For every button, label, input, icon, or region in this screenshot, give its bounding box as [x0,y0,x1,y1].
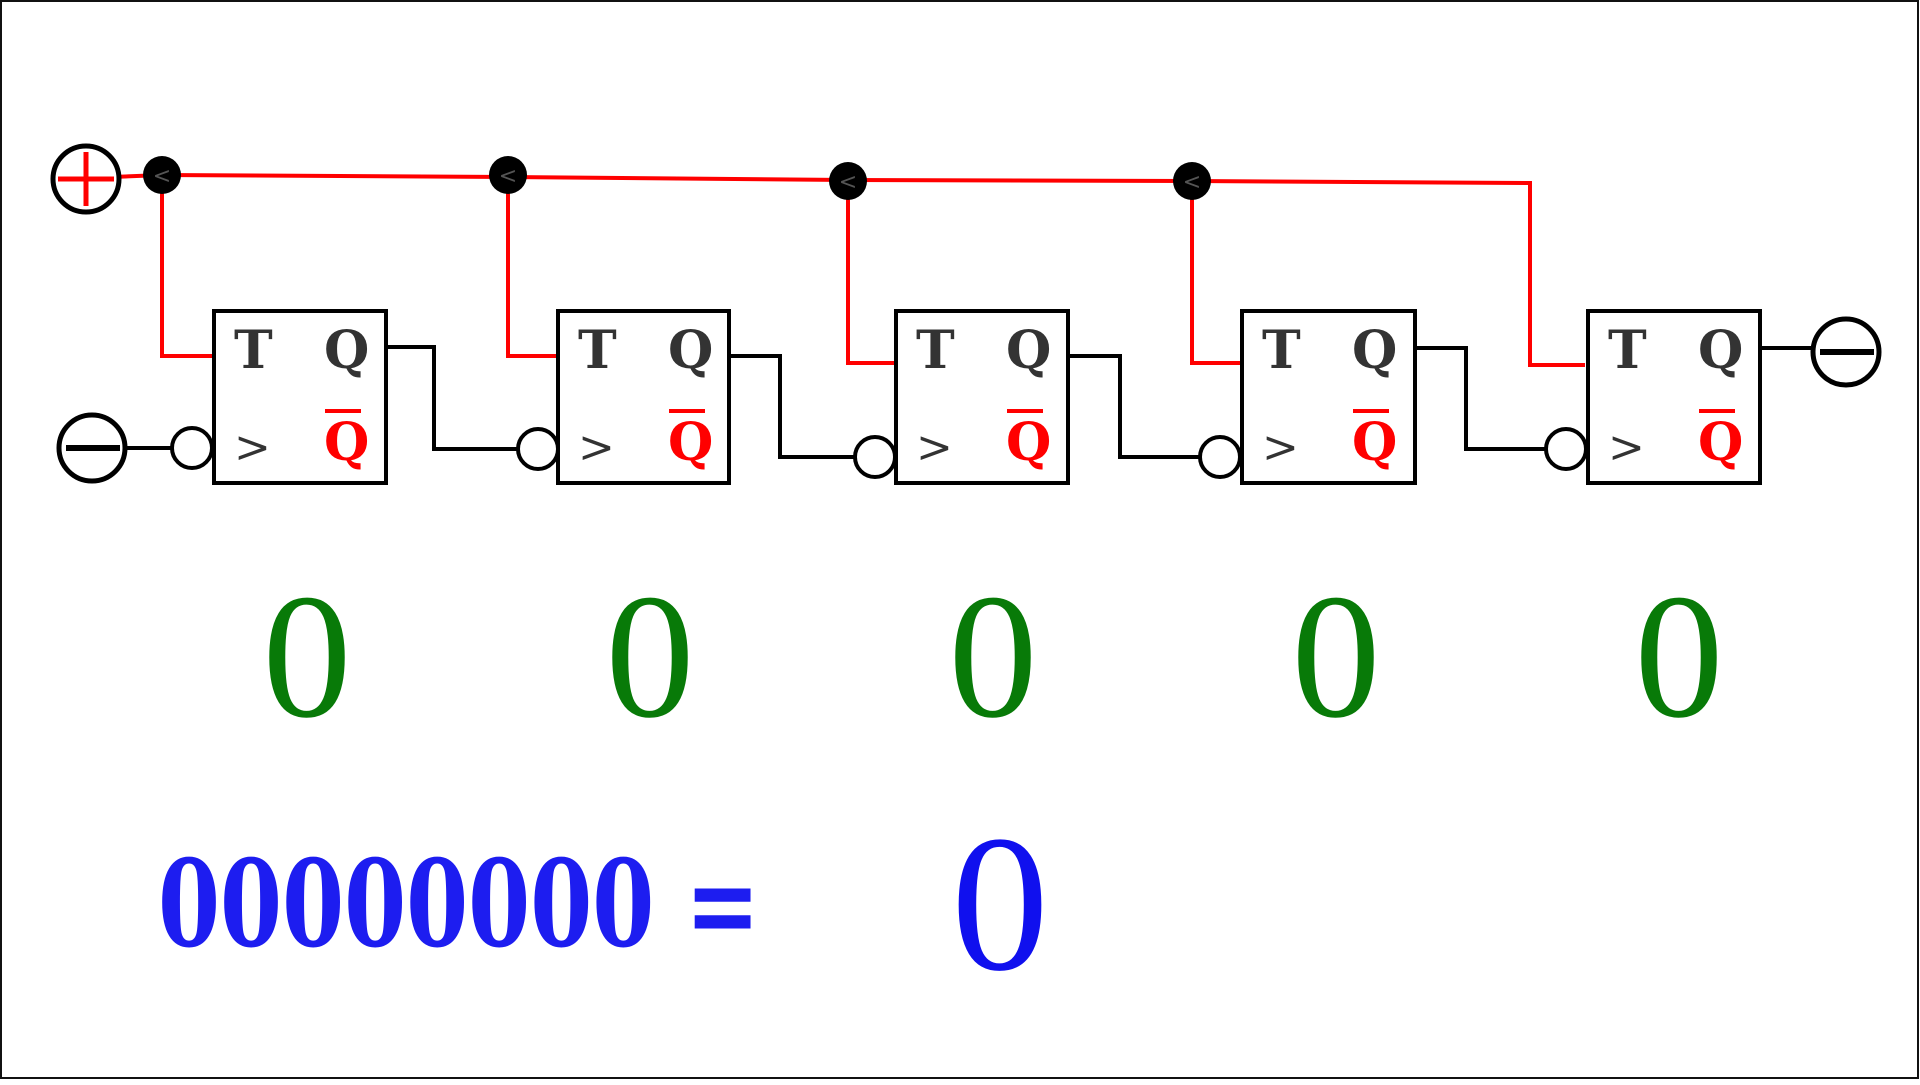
clock-input-label: > [578,422,615,473]
power-positive-icon [50,143,122,215]
svg-text:<: < [1183,170,1201,195]
flip-flop-3: T Q Q > [853,309,1070,485]
svg-text:<: < [153,164,171,189]
q-output-label: Q [1006,320,1051,381]
flip-flop-1: T Q Q > [170,309,388,485]
clock-input-label: > [234,422,271,473]
flip-flop-body [894,309,1070,485]
flip-flop-body [212,309,388,485]
junction-dot: < [143,156,181,194]
clock-input-label: > [1262,422,1299,473]
t-input-label: T [1608,320,1647,381]
t-input-label: T [578,320,617,381]
junction-dot: < [1173,162,1211,200]
t-input-label: T [234,320,273,381]
svg-text:<: < [499,164,517,189]
clock-negative-icon [56,412,128,484]
clock-inverter-bubble [1544,427,1588,471]
svg-text:<: < [839,170,857,195]
q-output-label: Q [1698,320,1743,381]
clock-chain-wires [125,345,1815,459]
bit-digits: 0 0 0 0 0 [263,557,1724,755]
t-input-label: T [1262,320,1301,381]
clock-input-label: > [916,422,953,473]
flip-flop-body [1240,309,1417,485]
flip-flop-body [556,309,731,485]
q-output-label: Q [1352,320,1397,381]
junction-dot: < [489,156,527,194]
output-negative-icon [1810,316,1882,388]
bit-digit-4: 0 [1292,557,1381,755]
clock-inverter-bubble [1198,435,1242,479]
clock-inverter-bubble [516,427,560,471]
bit-digit-3: 0 [949,557,1038,755]
flip-flop-body [1586,309,1762,485]
q-bar-output-label: Q [1352,412,1397,473]
t-input-label: T [916,320,955,381]
q-output-label: Q [324,320,369,381]
junction-dot: < [829,162,867,200]
q-output-label: Q [668,320,713,381]
q-bar-output-label: Q [1006,412,1051,473]
clock-inverter-bubble [853,435,897,479]
q-bar-output-label: Q [324,412,369,473]
clock-inverter-bubble [170,426,214,470]
flip-flop-4: T Q Q > [1198,309,1417,485]
bit-digit-5: 0 [1635,557,1724,755]
q-bar-output-label: Q [668,412,713,473]
q-bar-output-label: Q [1698,412,1743,473]
clock-input-label: > [1608,422,1645,473]
junction-dots: < < < < [143,156,1211,200]
binary-value: 00000000 = [158,834,760,975]
bit-digit-1: 0 [263,557,352,755]
bit-digit-2: 0 [606,557,695,755]
flip-flop-5: T Q Q > [1544,309,1762,485]
decimal-value: 0 [951,796,1049,1012]
t-input-bus [87,172,1585,367]
flip-flop-2: T Q Q > [516,309,731,485]
